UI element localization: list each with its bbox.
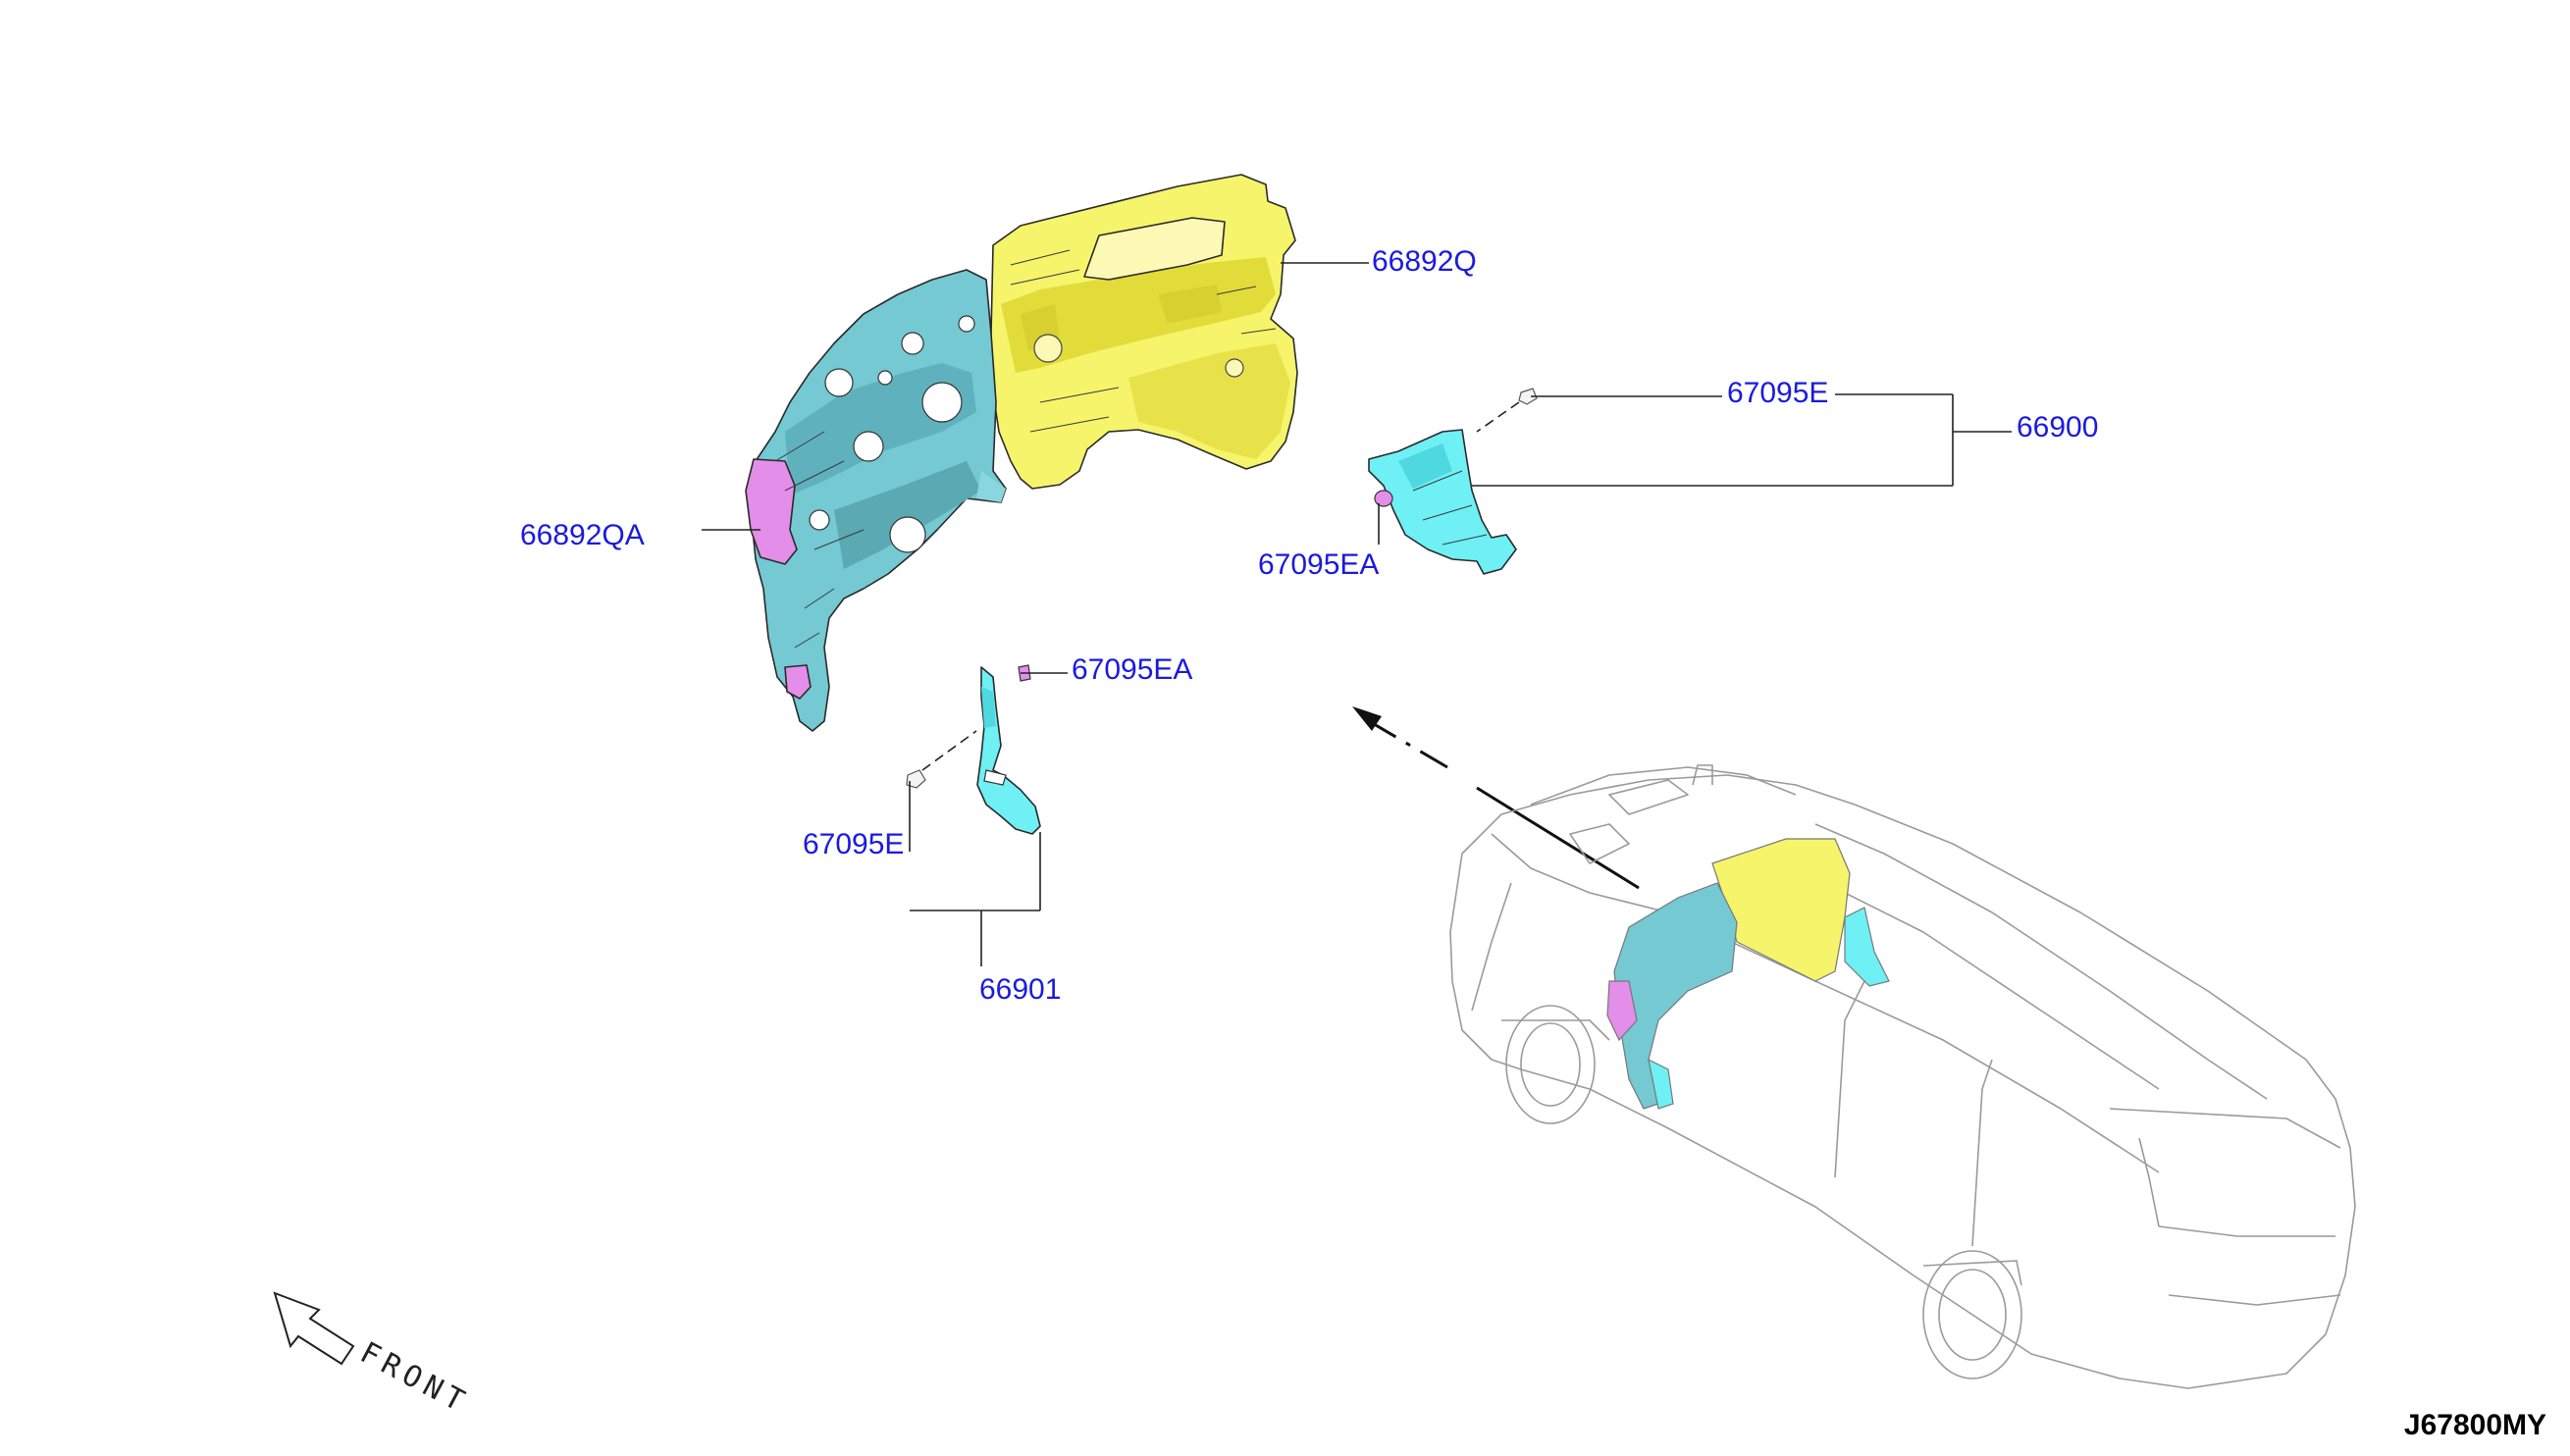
leader-lines [702,262,2012,966]
dash-side-insulator-left[interactable] [976,666,1041,835]
front-label: FRONT [354,1335,475,1421]
vehicle-illustration [1449,764,2356,1389]
callout-assy-right[interactable]: 66900 [2017,411,2098,443]
upper-dash-insulator[interactable] [990,174,1298,490]
lower-dash-insulator[interactable] [745,269,1007,732]
view-direction-arrow-icon [1352,706,1640,890]
callout-clip-left[interactable]: 67095E [803,828,904,860]
callout-grommet-right[interactable]: 67095EA [1258,548,1379,581]
callout-lower-insulator[interactable]: 66892QA [520,519,645,551]
dash-side-insulator-right[interactable] [1368,429,1517,575]
callout-upper-insulator[interactable]: 66892Q [1372,245,1477,278]
callout-clip-right[interactable]: 67095E [1727,377,1828,409]
clip-left[interactable] [906,769,926,789]
diagram-id: J67800MY [2404,1409,2546,1441]
clip-right[interactable] [1518,388,1538,405]
front-direction-arrow-icon [273,1291,355,1366]
callout-assy-left[interactable]: 66901 [979,973,1061,1006]
callout-grommet-left[interactable]: 67095EA [1072,653,1192,686]
grommet-right[interactable] [1374,490,1393,507]
